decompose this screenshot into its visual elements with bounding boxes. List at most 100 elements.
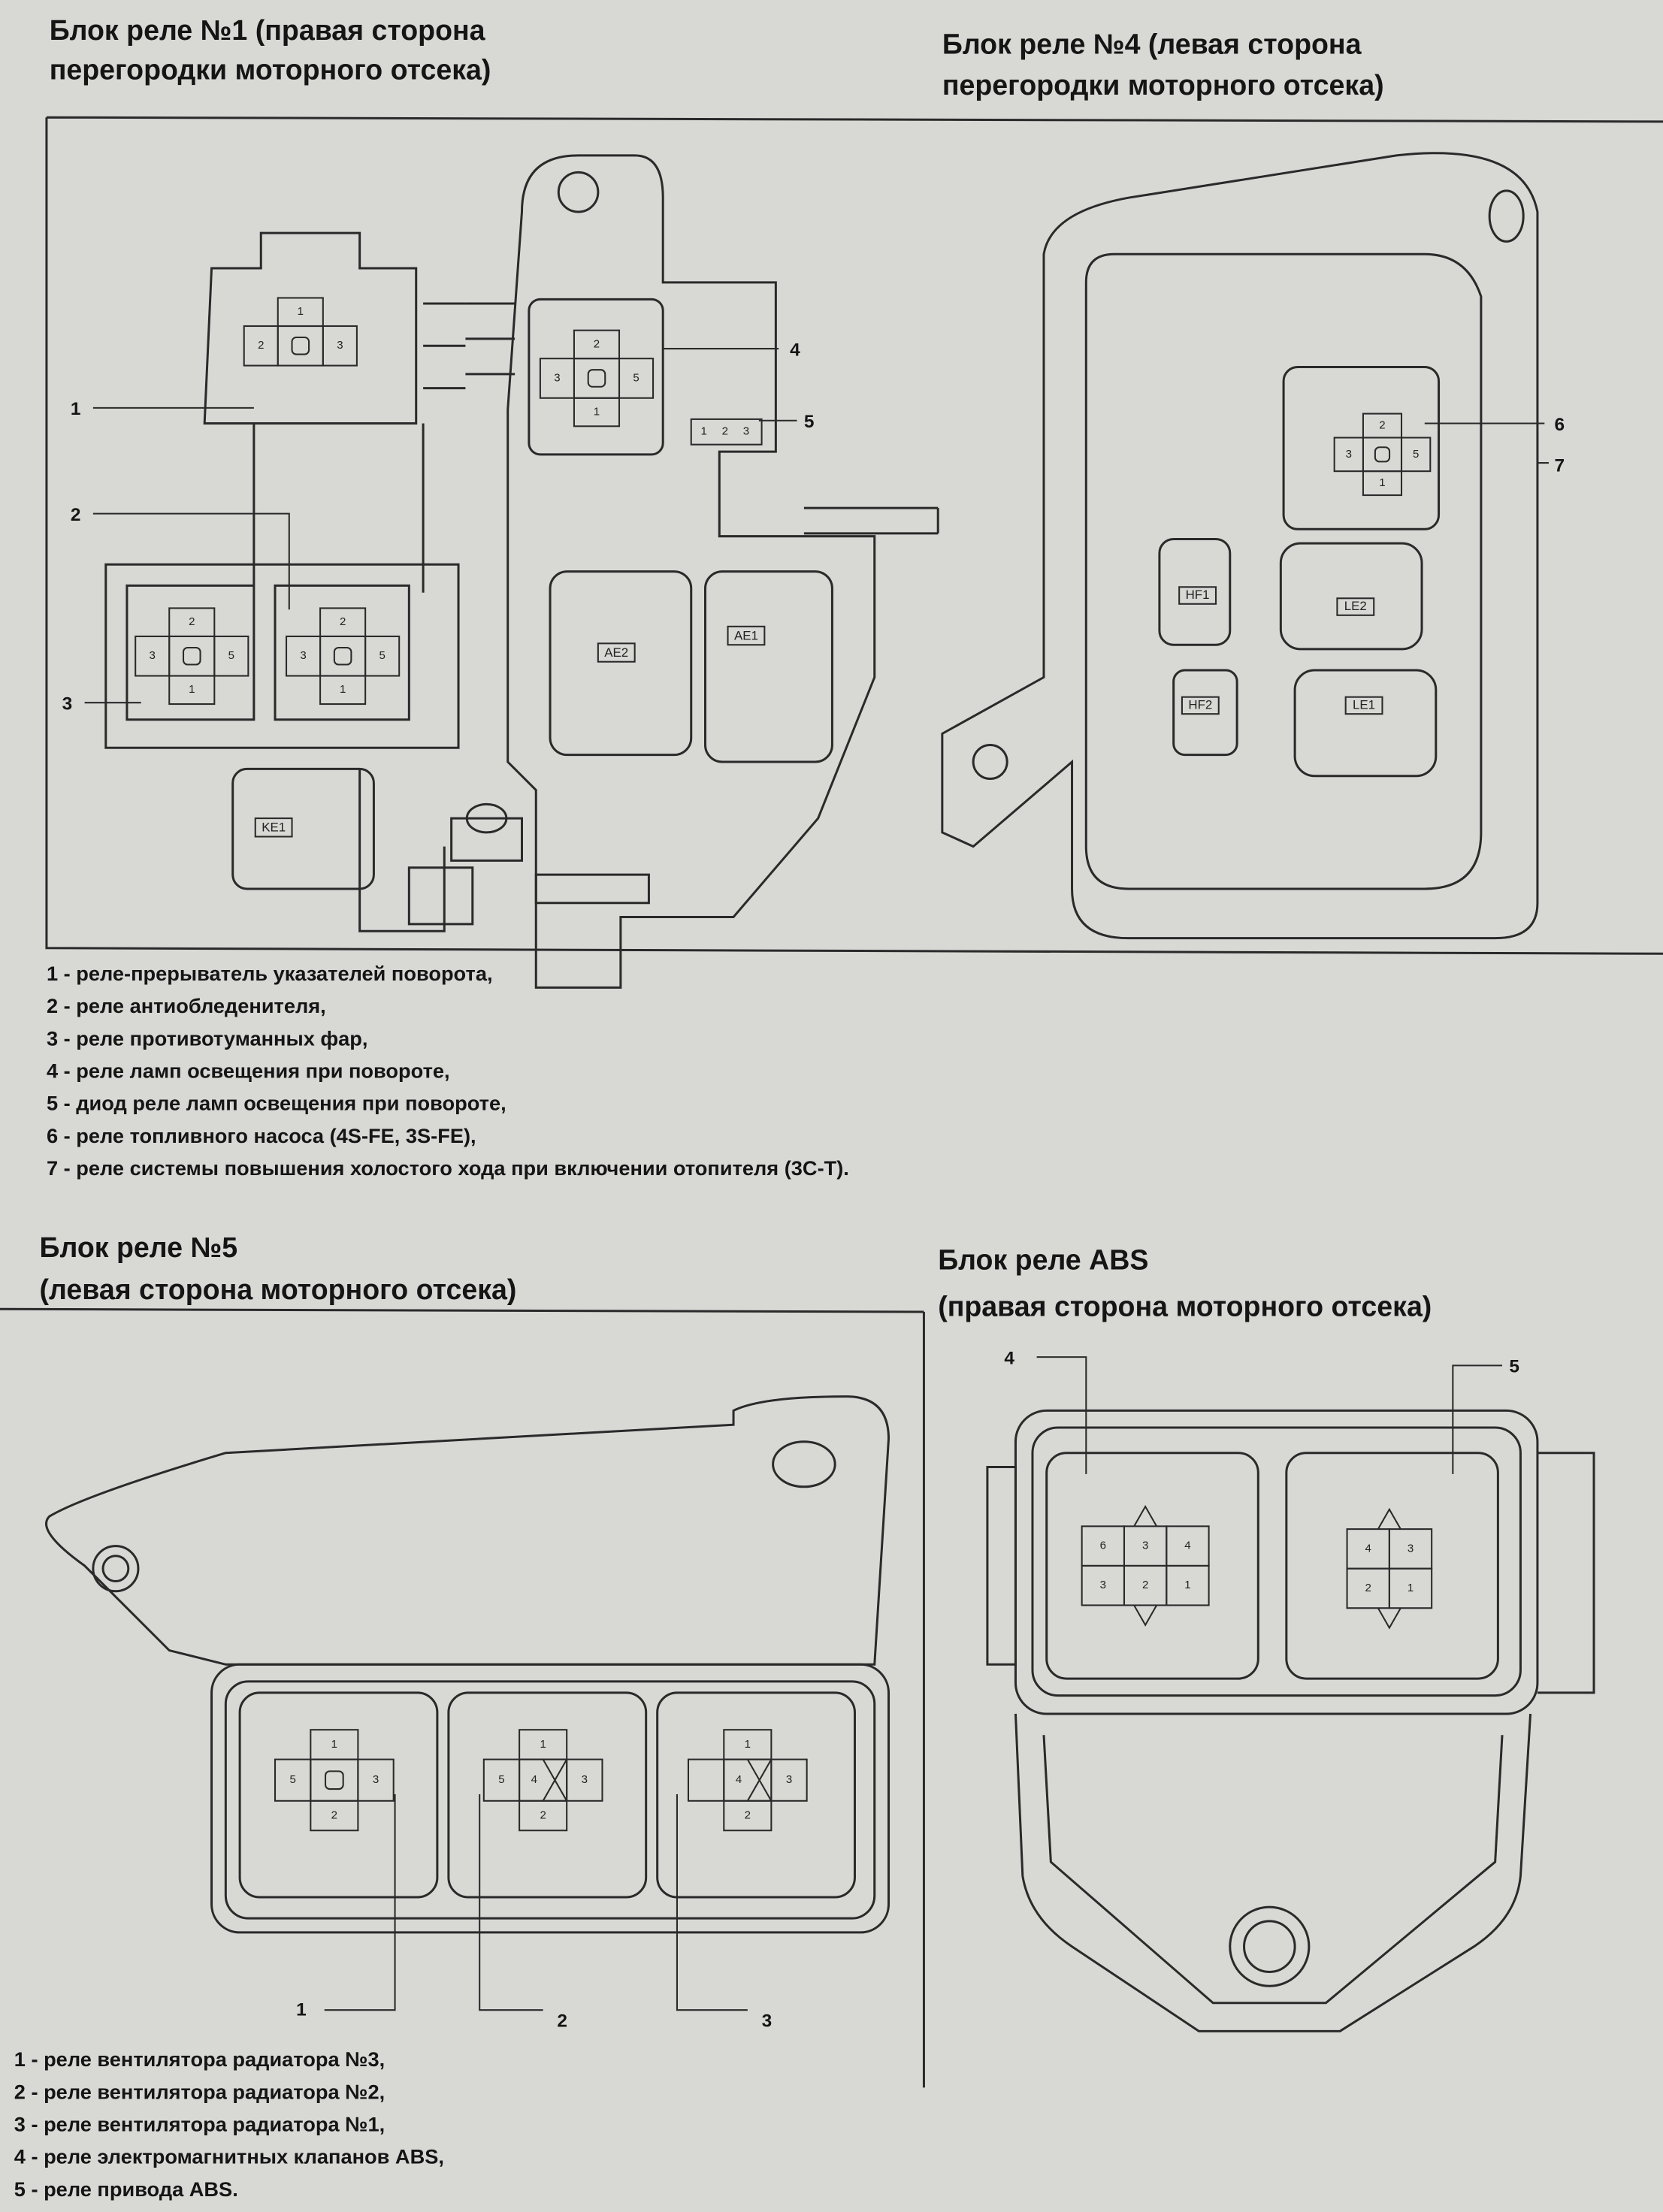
relay-pin-left	[1333, 437, 1364, 473]
relay-pin-label: 2	[540, 1809, 546, 1821]
relay-pin-left	[687, 1758, 725, 1802]
relay-center-pin	[291, 336, 310, 355]
diode-cross	[746, 1759, 773, 1802]
diagram-frame-bottom	[0, 1307, 925, 2088]
connector-hf2: HF2	[1188, 697, 1212, 712]
diode-pin-3: 3	[743, 425, 749, 438]
legend1-item-1: 1 - реле-прерыватель указателей поворота…	[47, 962, 493, 985]
arrow-marks	[1133, 1504, 1158, 1627]
relay-pin-left	[482, 1758, 521, 1802]
callout-1: 1	[71, 399, 81, 419]
relay-pin-label: 1	[1408, 1582, 1414, 1594]
arrow-marks	[1377, 1507, 1401, 1630]
block1-title-line2: перегородки моторного отсека)	[50, 54, 491, 86]
b5-callout-3: 3	[762, 2011, 773, 2032]
relay-pin-top	[519, 1729, 568, 1760]
callout-7: 7	[1554, 455, 1565, 476]
relay-pin-right	[1400, 437, 1432, 473]
relay-pin-label: 3	[373, 1773, 379, 1786]
relay-pin-label: 3	[150, 649, 156, 662]
block5-title-line1: Блок реле №5	[40, 1231, 238, 1263]
relay-pin-left	[539, 358, 575, 399]
diagram-frame-top	[45, 116, 1663, 955]
connector-ae1: AE1	[734, 628, 758, 642]
relay-pin-label: 2	[1379, 419, 1385, 431]
relay-pin-bottom	[519, 1800, 568, 1832]
callout-3: 3	[62, 694, 73, 715]
relay-center-pin	[333, 646, 352, 666]
relay-pin-label: 2	[1142, 1579, 1148, 1591]
abs-relay-pin	[1388, 1567, 1433, 1609]
relay-pin-label: 4	[1184, 1540, 1190, 1552]
diode-pin-1: 1	[700, 425, 706, 438]
relay-pin-label: 5	[498, 1773, 504, 1786]
relay-pin-left	[135, 635, 171, 677]
relay-pin-left	[243, 325, 279, 367]
relay-pin-label: 3	[1142, 1540, 1148, 1552]
diode-pin-2: 2	[722, 425, 728, 438]
relay-pin-bottom	[310, 1800, 359, 1832]
relay-pin-left	[274, 1758, 312, 1802]
relay-pin-label: 1	[340, 683, 346, 696]
relay-pin-label: 2	[340, 615, 346, 628]
relay-center-pin	[182, 646, 201, 666]
relay-pin-right	[566, 1758, 603, 1802]
relay-center	[310, 1758, 359, 1802]
relay-pin-label: 1	[745, 1738, 751, 1751]
relay-pin-right	[618, 358, 655, 399]
relay-pin-label: 4	[531, 1773, 537, 1786]
legend2-item-2: 2 - реле вентилятора радиатора №2,	[14, 2080, 385, 2103]
relay-pin-right	[770, 1758, 808, 1802]
relay-center	[519, 1758, 568, 1802]
abs-callout-4: 4	[1004, 1348, 1014, 1368]
relay-center	[573, 358, 621, 399]
relay-pin-label: 2	[1365, 1582, 1371, 1594]
relay-pin-bottom	[168, 675, 216, 706]
relay-pin-label: 2	[594, 337, 600, 350]
relay-pin-top	[723, 1729, 773, 1760]
relay-pin-top	[319, 607, 367, 637]
relay-pin-right	[322, 325, 358, 367]
relay-pin-label: 2	[189, 615, 195, 628]
legend2-item-1: 1 - реле вентилятора радиатора №3,	[14, 2047, 385, 2071]
relay-pin-bottom	[319, 675, 367, 706]
relay-pin-label: 5	[1413, 448, 1419, 461]
relay-pin-label: 5	[228, 649, 234, 662]
relay-center-pin	[324, 1770, 344, 1790]
relay-pin-label: 3	[337, 339, 343, 352]
relay-pin-label: 5	[379, 649, 385, 662]
legend1-item-7: 7 - реле системы повышения холостого ход…	[47, 1156, 849, 1180]
relay-pin-label: 3	[1346, 448, 1352, 461]
legend1-item-4: 4 - реле ламп освещения при повороте,	[47, 1059, 450, 1082]
relay-pin-bottom	[723, 1800, 773, 1832]
legend2-item-3: 3 - реле вентилятора радиатора №1,	[14, 2113, 385, 2136]
diode-5: 1 2 3	[690, 418, 763, 446]
relay-center	[723, 1758, 773, 1802]
legend-2: 1 - реле вентилятора радиатора №3, 2 - р…	[14, 2047, 444, 2201]
relay-pin-label: 3	[786, 1773, 792, 1786]
relay-pin-right	[357, 1758, 395, 1802]
b5-callout-2: 2	[557, 2011, 567, 2032]
relay-pin-label: 1	[298, 305, 304, 318]
relay-pin-top	[277, 297, 324, 328]
relay-pin-label: 2	[745, 1809, 751, 1821]
relay-pin-right	[213, 635, 249, 677]
legend-1: 1 - реле-прерыватель указателей поворота…	[47, 962, 849, 1180]
callout-4: 4	[790, 340, 800, 360]
relay-pin-label: 3	[1408, 1542, 1414, 1555]
relay-center	[1362, 437, 1403, 473]
relay-pin-left	[286, 635, 322, 677]
abs-title-line1: Блок реле ABS	[938, 1244, 1148, 1276]
diode-cross	[542, 1759, 568, 1802]
abs-relay-pin	[1166, 1564, 1210, 1606]
relay-pin-right	[364, 635, 401, 677]
relay-pin-label: 6	[1100, 1540, 1106, 1552]
relay-pin-label: 3	[554, 371, 560, 384]
